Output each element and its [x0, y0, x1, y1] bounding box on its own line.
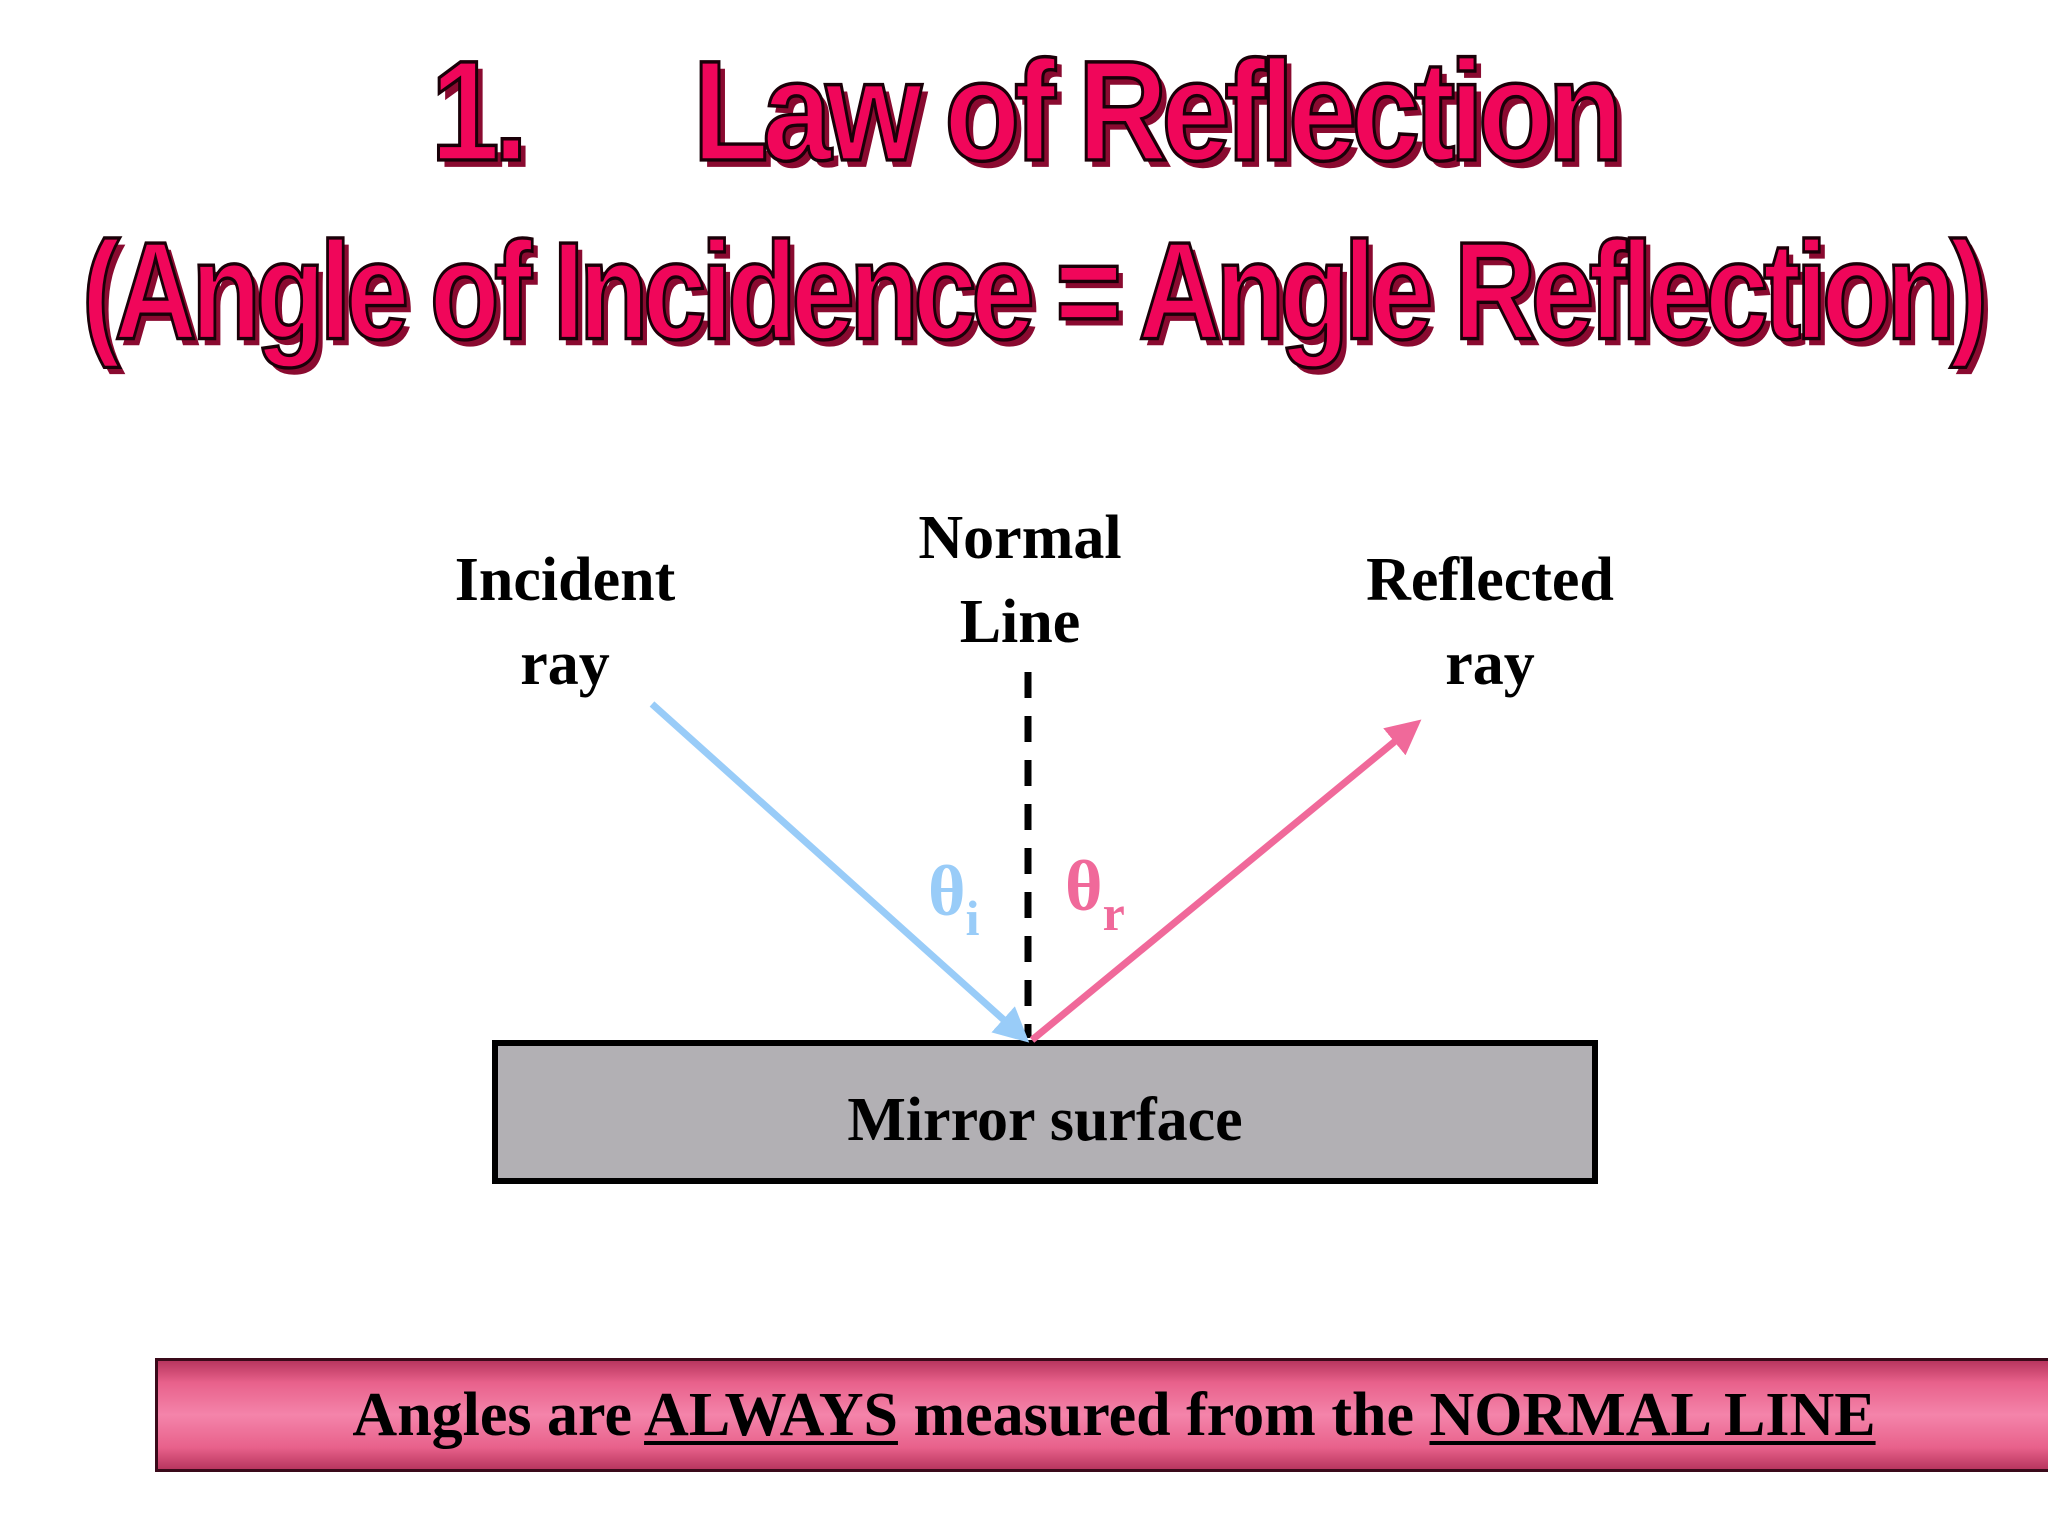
footer-text: Angles are ALWAYS measured from the NORM…	[352, 1380, 1875, 1451]
footer-part-1: Angles are	[352, 1380, 645, 1449]
theta-r-subscript: r	[1103, 885, 1125, 941]
normal-line-label: Normal Line	[870, 496, 1170, 664]
incident-label-line-1: Incident	[454, 546, 676, 614]
mirror-label: Mirror surface	[847, 1086, 1242, 1154]
normal-label-line-2: Line	[959, 588, 1081, 656]
title-line-2: (Angle of Incidence = Angle Reflection)	[81, 213, 1990, 371]
theta-r-label: θr	[1065, 846, 1125, 941]
title-text: Law of Reflection	[691, 31, 1625, 193]
normal-label-line-1: Normal	[918, 504, 1122, 572]
reflected-label-line-2: ray	[1445, 630, 1535, 698]
theta-i-subscript: i	[966, 890, 980, 946]
reflected-ray-label: Reflected ray	[1320, 538, 1660, 706]
title-number: 1.	[429, 31, 529, 193]
footer-always: ALWAYS	[644, 1380, 898, 1449]
footer-banner: Angles are ALWAYS measured from the NORM…	[155, 1358, 2048, 1472]
mirror-surface	[492, 1040, 1598, 1184]
incident-ray	[649, 701, 1030, 1043]
theta-r-symbol: θ	[1065, 846, 1103, 926]
footer-part-3: measured from the	[897, 1380, 1430, 1449]
theta-i-symbol: θ	[928, 851, 966, 931]
footer-normal-line: NORMAL LINE	[1429, 1380, 1876, 1449]
incident-ray-label: Incident ray	[415, 538, 715, 706]
reflected-label-line-1: Reflected	[1366, 546, 1614, 614]
reflected-ray	[1029, 719, 1422, 1043]
incident-label-line-2: ray	[520, 630, 610, 698]
theta-i-label: θi	[928, 851, 980, 946]
title-line-1: 1. Law of Reflection	[0, 30, 2048, 193]
